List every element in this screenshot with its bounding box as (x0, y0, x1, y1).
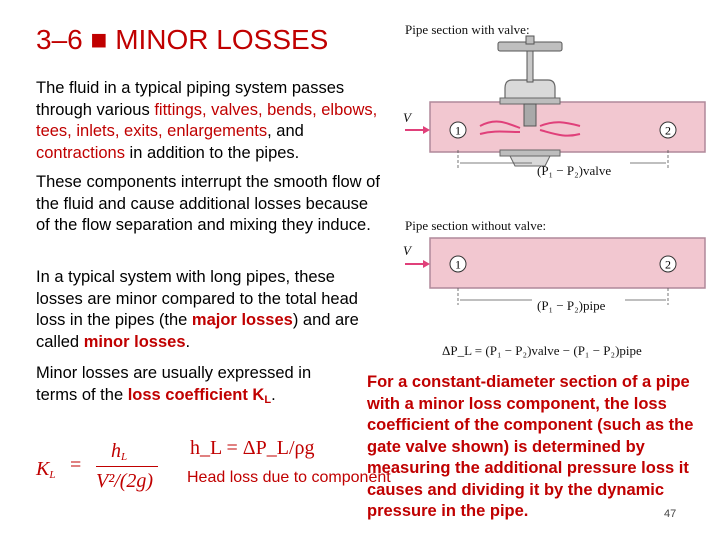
pipe-with-valve (429, 101, 706, 153)
station-2-bottom (659, 255, 677, 273)
svg-text:2: 2 (665, 258, 671, 272)
paragraph-fittings: The fluid in a typical piping system pas… (36, 79, 378, 162)
slide-title: 3–6 ■ MINOR LOSSES (36, 24, 329, 55)
velocity-label-bottom: V (403, 243, 411, 258)
station-1-top (449, 121, 467, 139)
head-loss-label: Head loss due to component (187, 469, 391, 486)
without-valve-label: Pipe section without valve: (405, 218, 547, 233)
pressure-drop-valve: (P₁ − P₂)valve (537, 163, 612, 178)
pressure-drop-pipe: (P₁ − P₂)pipe (537, 298, 606, 313)
flow-arrow (539, 121, 581, 127)
valve-flange-bottom (499, 149, 561, 157)
head-loss-equation: h_L = ΔP_L/ρg (190, 437, 315, 459)
with-valve-label: Pipe section with valve: (405, 22, 530, 37)
station-2-top (659, 121, 677, 139)
flow-arrow (479, 130, 521, 135)
fraction-bar (96, 466, 158, 467)
valve-cap (525, 35, 535, 45)
svg-text:1: 1 (455, 258, 461, 272)
svg-text:1: 1 (455, 124, 461, 138)
delta-pl-equation: ΔP_L = (P₁ − P₂)valve − (P₁ − P₂)pipe (442, 343, 642, 358)
valve-flange-top (499, 97, 561, 105)
flow-arrow (479, 120, 521, 129)
constant-diameter-note: For a constant-diameter section of a pip… (367, 373, 694, 520)
page-number: 47 (664, 508, 677, 520)
flow-arrow (539, 129, 581, 137)
valve-bonnet (504, 79, 556, 103)
paragraph-loss-coefficient: Minor losses are usually expressed in te… (36, 364, 312, 406)
svg-text:2: 2 (665, 124, 671, 138)
station-1-bottom (449, 255, 467, 273)
paragraph-interrupt: These components interrupt the smooth fl… (36, 173, 380, 234)
valve-stem (526, 49, 534, 83)
pipe-without-valve (429, 237, 706, 289)
velocity-label-top: V (403, 110, 411, 125)
paragraph-minor-losses: In a typical system with long pipes, the… (36, 268, 359, 351)
valve-base (509, 155, 551, 167)
valve-gate (523, 103, 537, 127)
